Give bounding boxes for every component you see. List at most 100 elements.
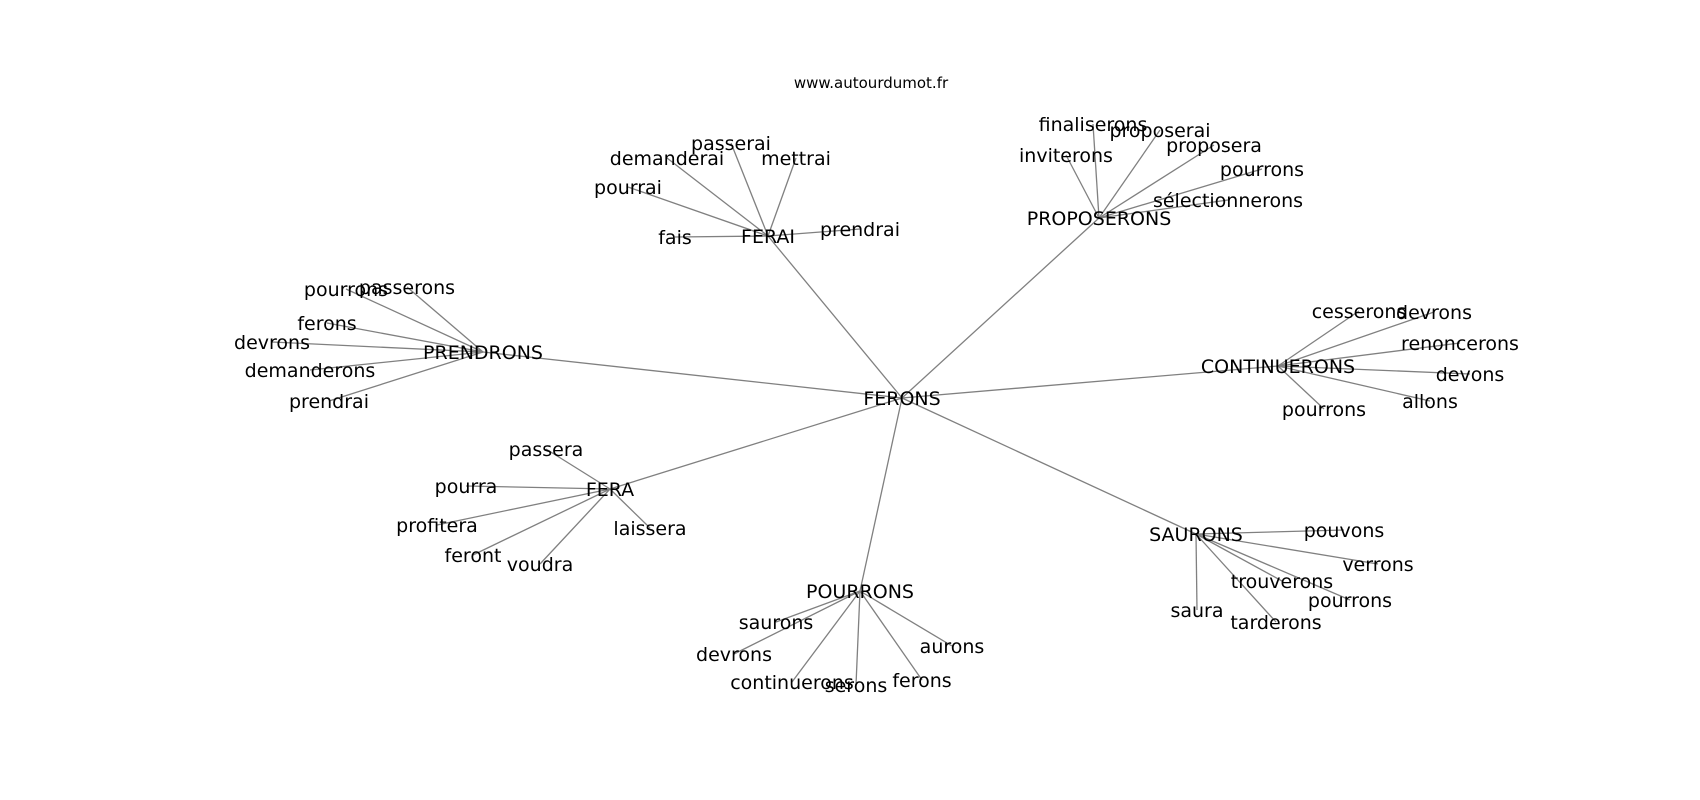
leaf-node-pourrai: pourrai [594, 177, 662, 199]
leaf-node-pouvons: pouvons [1304, 520, 1385, 542]
leaf-node-devons: devons [1436, 364, 1505, 386]
edge-fera-pourra [465, 485, 611, 490]
edge-continuerons-devons [1277, 365, 1471, 375]
edge-ferai-demanderai [666, 157, 769, 237]
leaf-node-prendrai: prendrai [289, 391, 369, 413]
edge-saurons-pourrons [1195, 533, 1351, 601]
edge-proposerons-proposerai [1098, 129, 1161, 219]
hub-node-continuerons: CONTINUERONS [1201, 356, 1355, 378]
edge-prendrons-demanderons [309, 351, 484, 371]
leaf-node-inviterons: inviterons [1019, 145, 1113, 167]
edge-continuerons-pourrons [1277, 365, 1325, 410]
edge-saurons-verrons [1195, 533, 1379, 565]
edge-ferai-prendrai [767, 228, 861, 237]
hub-node-proposerons: PROPOSERONS [1027, 208, 1172, 230]
edge-continuerons-devrons [1277, 311, 1435, 367]
edge-proposerons-finaliserons [1092, 123, 1100, 219]
edge-proposerons-selectionnerons [1098, 199, 1229, 219]
leaf-node-pourrons: pourrons [1220, 159, 1304, 181]
leaf-node-ferons: ferons [297, 313, 356, 335]
edge-fera-feront [472, 488, 611, 556]
edge-proposerons-proposera [1098, 144, 1215, 219]
leaf-node-pourrons: pourrons [1308, 590, 1392, 612]
leaf-node-continuerons: continuerons [730, 672, 854, 694]
leaf-node-devrons: devrons [1396, 302, 1472, 324]
edge-fera-voudra [539, 488, 611, 565]
edge-center-saurons [901, 397, 1197, 535]
edge-center-prendrons [482, 351, 903, 399]
edge-fera-laissera [609, 488, 651, 529]
edge-proposerons-pourrons [1098, 168, 1263, 219]
edge-continuerons-allons [1277, 365, 1431, 402]
leaf-node-prendrai: prendrai [820, 219, 900, 241]
edge-saurons-saura [1195, 533, 1198, 611]
leaf-node-selectionnerons: sélectionnerons [1153, 190, 1303, 212]
leaf-node-pourra: pourra [435, 476, 498, 498]
edge-continuerons-renoncerons [1277, 342, 1461, 367]
leaf-node-devrons: devrons [234, 332, 310, 354]
leaf-node-trouverons: trouverons [1231, 571, 1333, 593]
leaf-node-fais: fais [658, 227, 692, 249]
edge-saurons-trouverons [1195, 533, 1283, 582]
leaf-node-devrons: devrons [696, 644, 772, 666]
edge-center-ferai [767, 235, 903, 399]
leaf-node-proposera: proposera [1166, 135, 1262, 157]
edge-ferai-mettrai [767, 157, 797, 237]
leaf-node-saurons: saurons [739, 612, 814, 634]
leaf-node-pourrons: pourrons [304, 279, 388, 301]
edge-pourrons-saurons [775, 590, 861, 623]
hub-node-prendrons: PRENDRONS [423, 342, 543, 364]
leaf-node-cesserons: cesserons [1312, 301, 1407, 323]
edge-pourrons-serons [855, 590, 861, 686]
source-label: www.autourdumot.fr [794, 74, 949, 92]
graph-edges [271, 123, 1471, 686]
hub-node-ferai: FERAI [741, 226, 795, 248]
leaf-node-passerai: passerai [691, 133, 771, 155]
edge-prendrons-pourrons [345, 288, 484, 353]
leaf-node-saura: saura [1170, 600, 1223, 622]
leaf-node-renoncerons: renoncerons [1401, 333, 1519, 355]
leaf-node-voudra: voudra [507, 554, 573, 576]
edge-center-continuerons [901, 365, 1279, 399]
leaf-node-feront: feront [445, 545, 502, 567]
leaf-node-proposerai: proposerai [1109, 120, 1210, 142]
leaf-node-demanderons: demanderons [245, 360, 376, 382]
edge-pourrons-devrons [733, 590, 861, 655]
edge-center-proposerons [901, 217, 1100, 399]
edge-prendrons-prendrai [328, 351, 484, 402]
edge-pourrons-ferons [859, 590, 923, 681]
edge-center-fera [609, 397, 903, 490]
edge-prendrons-passerons [406, 286, 484, 353]
leaf-node-tarderons: tarderons [1230, 612, 1321, 634]
edge-ferai-passerai [730, 142, 769, 237]
leaf-node-passerons: passerons [359, 277, 455, 299]
leaf-node-aurons: aurons [920, 636, 985, 658]
edge-saurons-pouvons [1195, 529, 1345, 535]
leaf-node-pourrons: pourrons [1282, 399, 1366, 421]
leaf-node-allons: allons [1402, 391, 1458, 413]
leaf-node-ferons: ferons [892, 670, 951, 692]
edge-ferai-pourrai [627, 186, 769, 237]
leaf-node-serons: serons [825, 675, 888, 697]
center-node-label: FERONS [863, 388, 940, 410]
leaf-node-passera: passera [509, 439, 584, 461]
leaf-node-finaliserons: finaliserons [1039, 114, 1148, 136]
edge-ferai-fais [674, 235, 769, 238]
leaf-node-mettrai: mettrai [761, 148, 831, 170]
edge-pourrons-continuerons [791, 590, 861, 683]
hub-node-saurons: SAURONS [1149, 524, 1243, 546]
leaf-node-demanderai: demanderai [610, 148, 724, 170]
leaf-node-verrons: verrons [1342, 554, 1413, 576]
leaf-node-laissera: laissera [613, 518, 686, 540]
hub-node-fera: FERA [586, 479, 634, 501]
edge-prendrons-devrons [271, 341, 484, 353]
edge-prendrons-ferons [326, 322, 484, 353]
edge-continuerons-cesserons [1277, 310, 1360, 367]
edge-fera-profitera [436, 488, 611, 526]
edge-saurons-tarderons [1195, 533, 1277, 623]
edge-center-pourrons [859, 397, 903, 592]
edge-proposerons-inviterons [1065, 154, 1100, 219]
edge-fera-passera [545, 448, 611, 490]
